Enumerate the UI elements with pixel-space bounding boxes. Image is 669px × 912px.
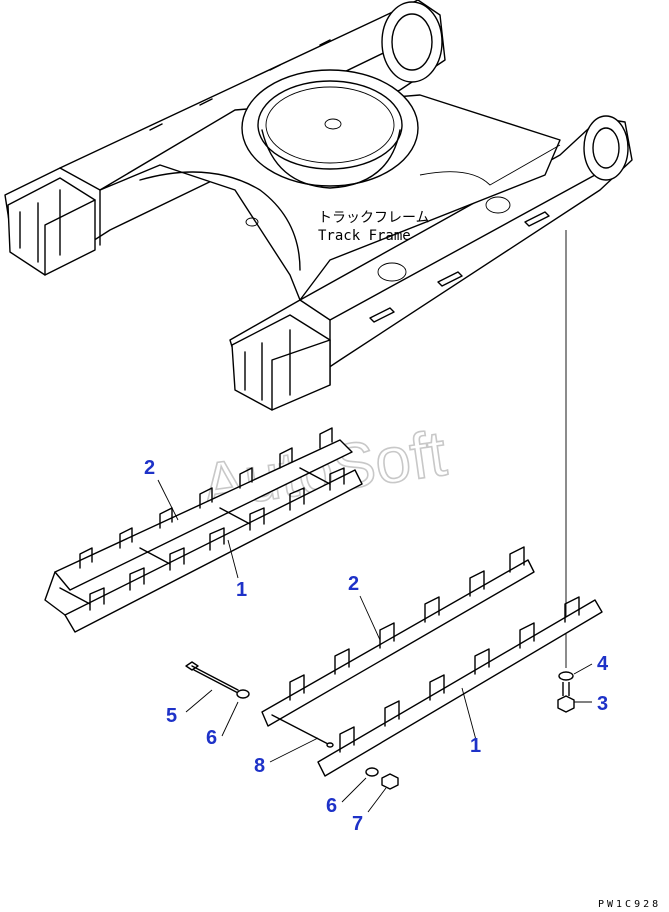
long-bolt xyxy=(185,661,241,695)
washer-lower xyxy=(365,767,379,777)
callout-1-upper: 1 xyxy=(236,579,247,601)
track-guard-upper xyxy=(44,427,363,633)
leader-lines xyxy=(157,479,593,813)
frame-label-english: Track Frame xyxy=(318,228,411,244)
callout-7: 7 xyxy=(352,813,363,835)
track-frame xyxy=(4,0,633,411)
callout-2-upper: 2 xyxy=(144,457,155,479)
callout-3: 3 xyxy=(597,693,608,715)
washer-right xyxy=(558,671,574,681)
callout-2-lower: 2 xyxy=(348,573,359,595)
callout-8: 8 xyxy=(254,755,265,777)
callout-5: 5 xyxy=(166,705,177,727)
frame-label-japanese: トラックフレーム xyxy=(318,210,430,226)
callout-4: 4 xyxy=(597,653,609,675)
bolt-right xyxy=(557,682,575,713)
washer-left xyxy=(236,689,250,699)
nut xyxy=(381,773,399,790)
track-guard-lower xyxy=(261,546,603,777)
callout-1-lower: 1 xyxy=(470,735,481,757)
callout-6-lower: 6 xyxy=(326,795,337,817)
callout-6-left: 6 xyxy=(206,727,217,749)
drawing-code: PW1C928 xyxy=(598,899,661,910)
